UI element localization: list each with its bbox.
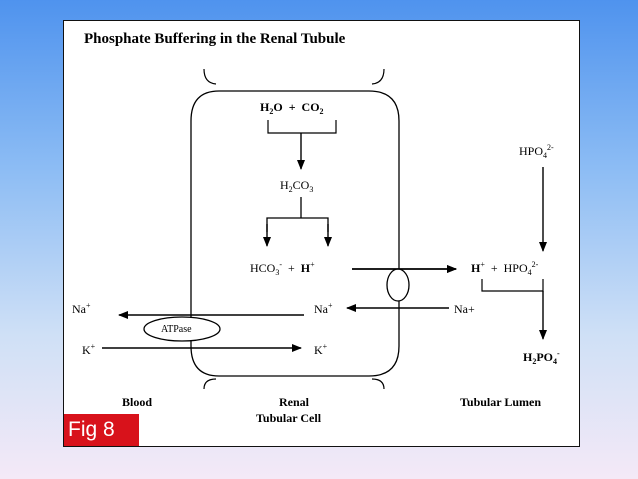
h2po4-label: H2PO4-: [523, 349, 560, 366]
combine-bracket-top: [267, 120, 337, 134]
h-hpo4-label: H++HPO42-: [471, 260, 539, 277]
renal-label-line1: Renal: [279, 395, 310, 409]
k-blood-label: K+: [82, 342, 96, 357]
figure-panel: Phosphate Buffering in the Renal Tubule …: [63, 20, 580, 447]
antiporter-channel: [386, 268, 410, 302]
h2co3-label: H2CO3: [280, 178, 313, 194]
k-cell-label: K+: [314, 342, 328, 357]
hpo4-top-label: HPO42-: [519, 143, 554, 160]
cell-bottom-bracket-right: [371, 378, 385, 390]
figure-number-badge: Fig 8: [64, 414, 139, 446]
renal-cell-outline: [190, 90, 400, 377]
atpase-pump: [143, 316, 221, 342]
tubular-lumen-label: Tubular Lumen: [460, 395, 541, 409]
cell-top-bracket-right: [371, 68, 385, 85]
na-cell-label: Na+: [314, 301, 333, 316]
blood-label: Blood: [122, 395, 152, 409]
renal-label-line2: Tubular Cell: [256, 411, 322, 425]
h2o-co2-label: H2O+CO2: [260, 100, 324, 116]
hco3-h-label: HCO3-+H+: [250, 260, 315, 277]
split-bracket: [266, 217, 329, 232]
atpase-label: ATPase: [161, 324, 192, 335]
figure-title: Phosphate Buffering in the Renal Tubule: [84, 31, 346, 47]
na-blood-label: Na+: [72, 301, 91, 316]
combine-bracket-lumen: [481, 279, 544, 292]
renal-tubule-diagram: H2O+CO2 H2CO3 HCO3-+H+ Na+ Na+ Na+ ATPas…: [72, 68, 560, 425]
na-lumen-label: Na+: [454, 302, 475, 316]
cell-bottom-bracket-left: [203, 378, 217, 390]
cell-top-bracket-left: [203, 68, 217, 85]
